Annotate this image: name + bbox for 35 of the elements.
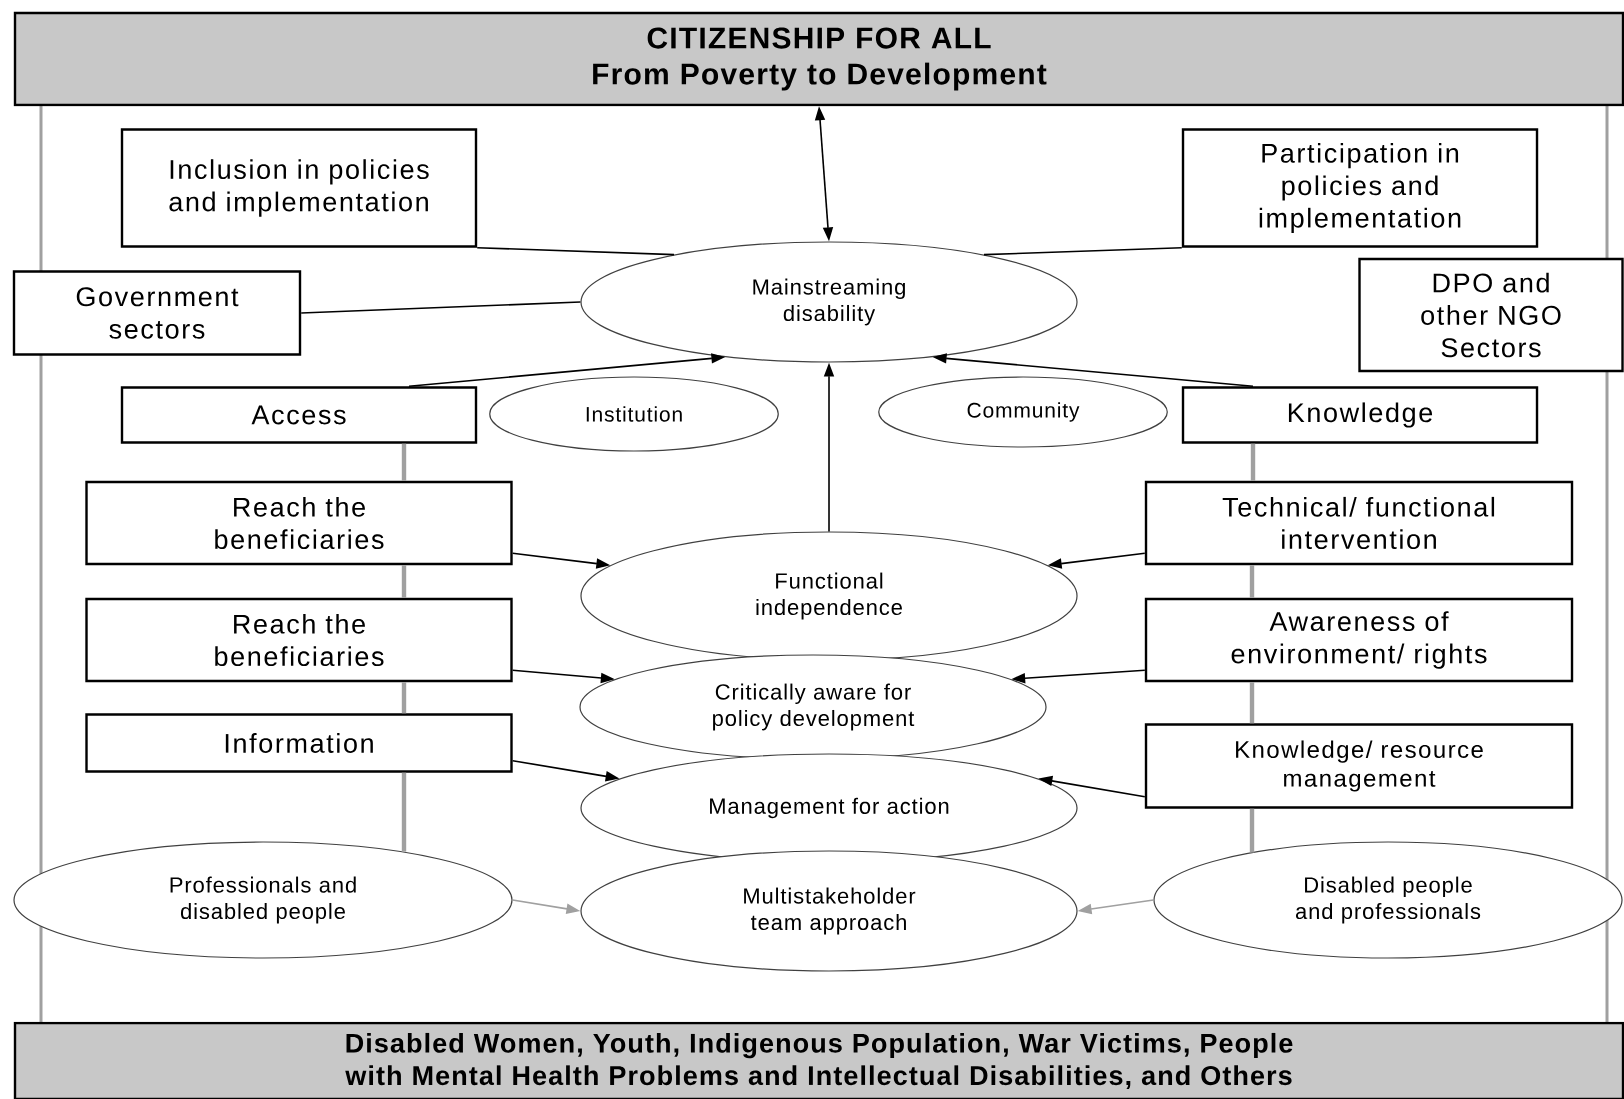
banner: Disabled Women, Youth, Indigenous Population, War Victims, People with Mental Health Problems and Intellectual Disabilities, and Others bbox=[13, 1021, 1624, 1099]
connector-line bbox=[300, 301, 582, 314]
connector-line bbox=[401, 772, 407, 852]
ellipse-node: Mainstreaming disability bbox=[580, 241, 1078, 363]
ellipse-node: Institution bbox=[489, 376, 779, 452]
text-box: Participation in policies and implementation bbox=[1181, 128, 1539, 248]
connector-line bbox=[983, 246, 1183, 256]
text-box: Inclusion in policies and implementation bbox=[120, 128, 478, 248]
connector-line bbox=[1249, 565, 1255, 598]
ellipse-node: Critically aware for policy development bbox=[579, 654, 1047, 760]
connector-line bbox=[1249, 808, 1255, 853]
connector-line bbox=[1250, 443, 1256, 481]
connector-line bbox=[401, 682, 407, 714]
node-label: Disabled people and professionals bbox=[1295, 876, 1481, 924]
banner: CITIZENSHIP FOR ALL From Poverty to Development bbox=[13, 11, 1624, 107]
ellipse-node: Functional independence bbox=[580, 531, 1078, 661]
text-box: Government sectors bbox=[12, 270, 302, 356]
text-box: Access bbox=[120, 386, 478, 444]
text-box: Knowledge bbox=[1181, 386, 1539, 444]
ellipse-node: Professionals and disabled people bbox=[13, 841, 513, 959]
text-box: Reach the beneficiaries bbox=[85, 480, 513, 566]
connector-line bbox=[401, 565, 407, 598]
text-box: DPO and other NGO Sectors bbox=[1358, 257, 1624, 373]
connector-line bbox=[476, 246, 675, 256]
connector-line bbox=[1249, 682, 1255, 724]
ellipse-node: Multistakeholder team approach bbox=[580, 850, 1078, 972]
ellipse-node: Management for action bbox=[580, 753, 1078, 863]
ellipse-node: Community bbox=[878, 376, 1168, 448]
connector-line bbox=[401, 443, 407, 481]
text-box: Reach the beneficiaries bbox=[85, 597, 513, 683]
ellipse-node: Disabled people and professionals bbox=[1153, 841, 1623, 959]
text-box: Knowledge/ resource management bbox=[1144, 723, 1574, 809]
text-box: Information bbox=[85, 713, 513, 773]
text-box: Awareness of environment/ rights bbox=[1144, 597, 1574, 683]
text-box: Technical/ functional intervention bbox=[1144, 480, 1574, 566]
